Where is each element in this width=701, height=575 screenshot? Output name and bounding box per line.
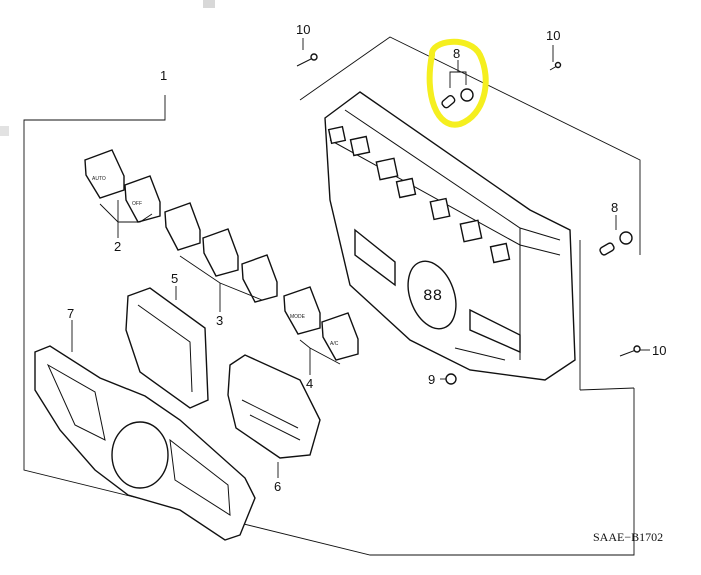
button-mode-text: MODE xyxy=(290,314,306,320)
callout-1: 1 xyxy=(160,68,167,83)
button-rear xyxy=(241,254,278,303)
callout-4: 4 xyxy=(306,376,313,391)
knob-left xyxy=(125,287,209,409)
screw-10-left xyxy=(296,53,318,67)
button-mode: MODE xyxy=(283,286,321,335)
callout-2: 2 xyxy=(114,239,121,254)
clip-8-right xyxy=(599,231,633,256)
screw-10-right-bottom xyxy=(619,345,641,357)
callout-9: 9 xyxy=(428,372,435,387)
callout-5: 5 xyxy=(171,271,178,286)
callout-10-right-top: 10 xyxy=(546,28,560,43)
callout-3: 3 xyxy=(216,313,223,328)
bezel xyxy=(34,345,256,541)
scan-artifact xyxy=(203,0,215,8)
highlight-clip-8 xyxy=(426,38,489,128)
nut-9 xyxy=(445,373,457,385)
button-ac: A/C xyxy=(321,312,359,361)
callout-6: 6 xyxy=(274,479,281,494)
button-recirc xyxy=(164,202,201,251)
button-ac-text: A/C xyxy=(330,341,339,347)
button-auto-text: AUTO xyxy=(92,176,106,182)
callout-8-top: 8 xyxy=(453,46,460,61)
callout-10-left: 10 xyxy=(296,22,310,37)
button-off: OFF xyxy=(124,175,161,223)
button-off-text: OFF xyxy=(132,201,142,207)
knob-right xyxy=(227,354,321,459)
control-unit: 88 xyxy=(324,91,576,381)
callout-8-right: 8 xyxy=(611,200,618,215)
callout-10-right-bottom: 10 xyxy=(652,343,666,358)
callout-7: 7 xyxy=(67,306,74,321)
part-code: SAAE−B1702 xyxy=(593,530,663,544)
leader-lines xyxy=(71,38,650,478)
scan-artifact xyxy=(0,126,9,136)
button-auto: AUTO xyxy=(84,149,125,199)
screw-10-right-top xyxy=(549,61,562,71)
svg-text:88: 88 xyxy=(423,287,442,305)
button-front xyxy=(202,228,239,277)
